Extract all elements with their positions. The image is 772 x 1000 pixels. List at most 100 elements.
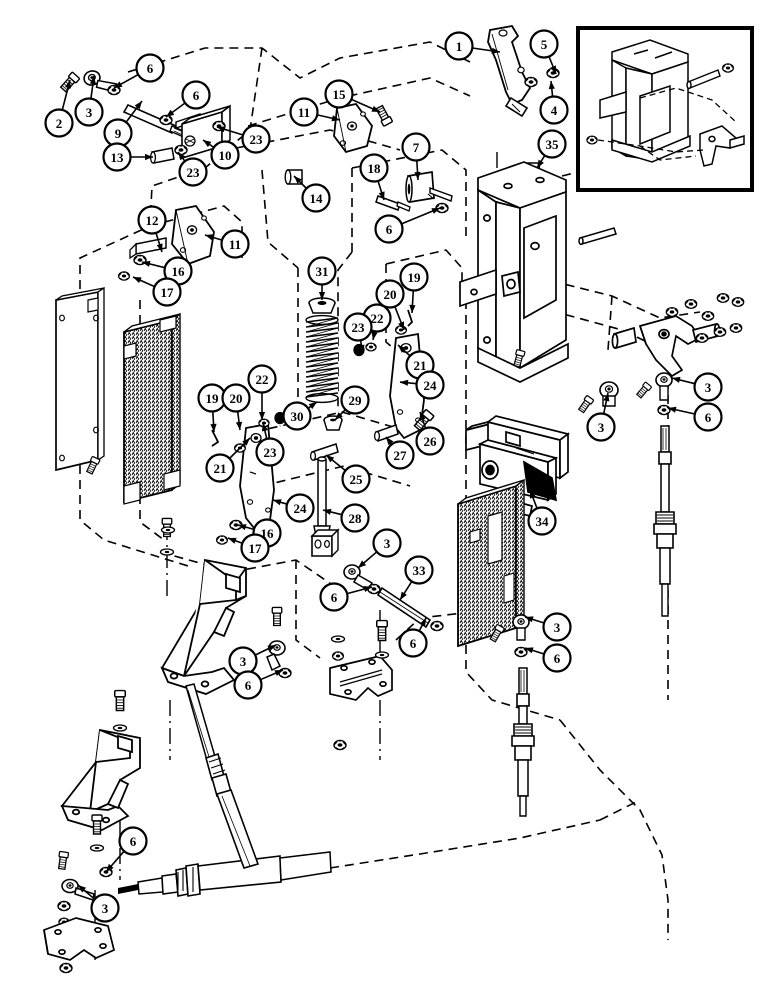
callout-number: 17: [249, 541, 263, 556]
callout-bubble: [210, 140, 240, 170]
callout-6: 6: [398, 617, 428, 658]
callout-number: 31: [316, 264, 329, 279]
callout-bubble: [152, 277, 182, 307]
callout-arrowhead: [525, 647, 534, 654]
inset-nut-2: [586, 135, 598, 145]
callout-19: 19: [399, 262, 429, 314]
callout-arrowhead: [668, 406, 677, 413]
callout-bubble: [537, 129, 567, 159]
callout-number: 7: [413, 140, 420, 155]
part-nut-4: [524, 76, 538, 88]
callout-bubble: [135, 53, 165, 83]
callout-arrowhead: [525, 616, 534, 623]
part-bushing-7: [405, 171, 453, 203]
part-nut-20-right: [394, 325, 408, 335]
part-nut-clamp-bottom: [333, 739, 347, 751]
part-plate-bottom-left: [43, 917, 115, 961]
callout-arrowhead: [273, 499, 282, 506]
callout-number: 24: [294, 501, 308, 516]
callout-number: 11: [298, 105, 310, 120]
callout-number: 22: [256, 372, 269, 387]
callout-arrowhead: [203, 140, 212, 148]
callout-number: 23: [352, 320, 366, 335]
callout-24: 24: [272, 493, 315, 523]
callout-bubble: [415, 370, 445, 400]
callout-number: 11: [229, 237, 241, 252]
part-rod-end-3-mid: [343, 564, 374, 592]
part-rod-end-3-right-lower: [599, 381, 619, 407]
callout-arrowhead: [308, 402, 317, 410]
callout-15: 15: [324, 79, 381, 113]
part-spacer-27: [373, 424, 399, 442]
callout-number: 6: [193, 88, 200, 103]
callout-number: 23: [264, 445, 278, 460]
callout-arrowhead: [400, 379, 409, 386]
callout-arrowhead: [358, 344, 365, 353]
callout-number: 25: [350, 472, 364, 487]
callout-arrowhead: [134, 101, 142, 110]
callout-27: 27: [385, 436, 415, 470]
callout-arrowhead: [331, 115, 340, 122]
callout-6: 6: [374, 207, 441, 244]
callout-bubble: [137, 205, 167, 235]
part-washer-lower-bracket: [112, 724, 128, 732]
callout-arrowhead: [114, 81, 123, 88]
callout-bubble: [341, 464, 371, 494]
callout-arrowhead: [335, 412, 343, 420]
callout-arrowhead: [530, 490, 536, 499]
callout-bubble: [220, 229, 250, 259]
callout-arrowhead: [398, 321, 404, 330]
callout-arrowhead: [386, 437, 394, 446]
callout-arrowhead: [228, 537, 237, 544]
callout-number: 20: [230, 391, 243, 406]
part-washer-bracket-upper: [160, 526, 176, 534]
callout-arrowhead: [326, 455, 335, 463]
callout-6: 6: [105, 826, 148, 873]
part-washer-clamp-center: [374, 651, 390, 659]
callout-arrowhead: [371, 105, 380, 112]
callout-14: 14: [293, 175, 331, 213]
callout-bubble: [385, 440, 415, 470]
callout-bubble: [444, 31, 474, 61]
callout-bubble: [247, 364, 277, 394]
callout-arrowhead: [294, 176, 302, 184]
callout-number: 16: [172, 264, 186, 279]
callout-3: 3: [77, 884, 120, 923]
callout-6: 6: [524, 643, 572, 673]
callout-number: 27: [394, 448, 408, 463]
callout-arrowhead: [238, 524, 247, 531]
callout-bubble: [415, 426, 445, 456]
part-pin-18: [375, 195, 411, 212]
callout-bubble: [289, 97, 319, 127]
part-nut-6-rod33-b: [430, 620, 444, 632]
callout-number: 9: [115, 126, 122, 141]
part-cable-horizontal: [118, 851, 332, 897]
part-plate-insulation: [123, 312, 181, 505]
callout-bubble: [542, 643, 572, 673]
part-nut-bottom-plate: [59, 962, 73, 974]
callout-bubble: [374, 214, 404, 244]
callout-21: 21: [205, 437, 251, 483]
callout-bubble: [539, 95, 569, 125]
callout-12: 12: [137, 205, 167, 253]
callout-arrowhead: [318, 292, 326, 300]
callout-number: 6: [554, 651, 561, 666]
callout-number: 10: [219, 148, 232, 163]
callout-bubble: [282, 401, 312, 431]
part-cable-vertical-right-lower: [511, 667, 535, 817]
callout-bubble: [372, 528, 402, 558]
callout-arrowhead: [378, 191, 385, 200]
part-spacer-25: [309, 443, 339, 461]
callout-bubble: [233, 670, 263, 700]
callout-bubble: [343, 312, 373, 342]
callout-number: 24: [424, 378, 438, 393]
callout-number: 21: [414, 358, 427, 373]
part-bellcrank-right: [611, 315, 721, 378]
callout-number: 19: [206, 391, 220, 406]
inset-bellcrank: [699, 125, 745, 167]
callout-number: 18: [368, 161, 382, 176]
callout-arrowhead: [371, 331, 378, 340]
callout-arrowhead: [398, 345, 406, 353]
callout-arrowhead: [603, 393, 610, 402]
